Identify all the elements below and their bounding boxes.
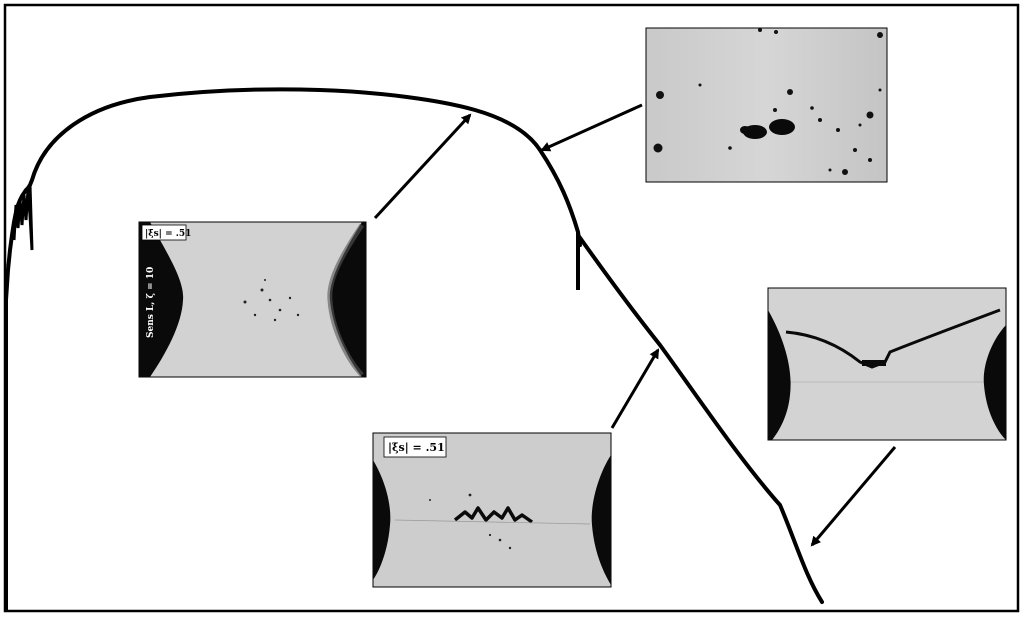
left-panel-side-label: Sens L, ζ = 10 xyxy=(146,267,156,338)
arrow-bottom-panel xyxy=(610,348,660,429)
micrograph-voids xyxy=(645,27,888,183)
bottom-panel-label: |ξ̄s| = .51 xyxy=(388,441,445,454)
arrow-right-panel xyxy=(810,446,897,547)
curve-serrations xyxy=(12,184,34,251)
stress-strain-curve xyxy=(4,87,824,612)
arrow-left-panel xyxy=(373,113,472,220)
left-panel-label: |ξ̄s| = .51 xyxy=(145,229,191,239)
micrograph-left: |ξ̄s| = .51 Sens L, ζ = 10 xyxy=(138,221,367,378)
micrograph-bottom: |ξ̄s| = .51 xyxy=(372,432,612,588)
arrow-top-panel xyxy=(540,103,643,152)
micrograph-right xyxy=(767,287,1007,441)
